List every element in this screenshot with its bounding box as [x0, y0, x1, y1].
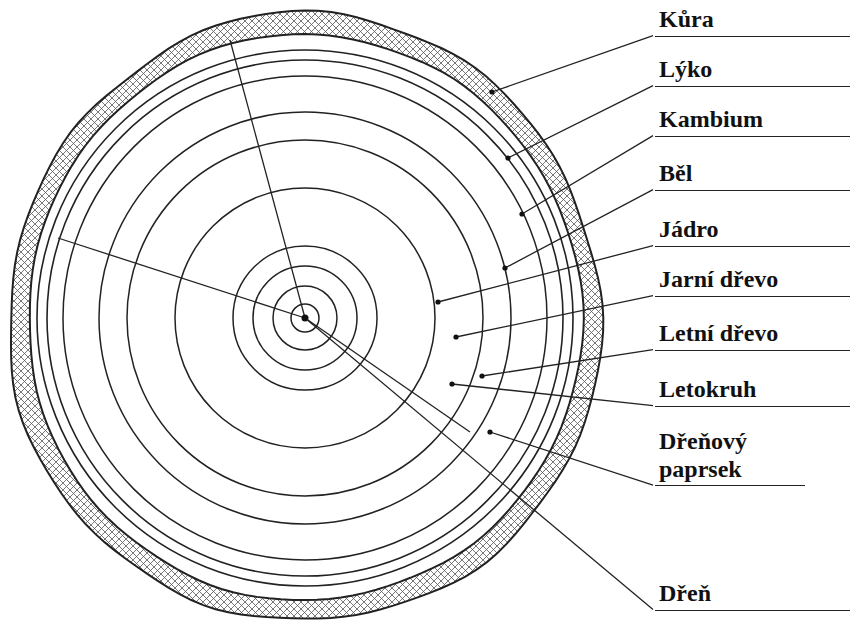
pith-ring [291, 304, 319, 332]
leader-line [490, 432, 653, 485]
growth-ring [63, 76, 547, 560]
leader-line [482, 350, 653, 376]
pith-ray [58, 238, 305, 318]
leader-line [305, 318, 653, 610]
leader-line [522, 136, 653, 214]
leader-dot [479, 373, 484, 378]
part-label: Letokruh [655, 376, 850, 407]
leader-dot [519, 211, 524, 216]
part-label: Běl [655, 160, 850, 191]
growth-ring [253, 266, 357, 370]
leader-dot [435, 299, 440, 304]
growth-ring [273, 286, 337, 350]
cambium-ring [47, 60, 563, 576]
leader-dot [302, 315, 307, 320]
leader-dot [489, 89, 494, 94]
part-label: Letní dřevo [655, 320, 850, 351]
leader-dot [487, 429, 492, 434]
part-label: Kůra [655, 6, 850, 37]
part-label: Lýko [655, 56, 850, 87]
pith-ray [230, 40, 305, 318]
part-label: Dřeňový paprsek [655, 428, 805, 486]
leader-line [492, 36, 653, 92]
bark [11, 10, 603, 618]
growth-ring [127, 140, 483, 496]
growth-ring [233, 246, 377, 390]
part-label: Dřeň [655, 580, 850, 611]
leader-line [456, 296, 653, 337]
leader-dot [449, 381, 454, 386]
part-label: Jádro [655, 216, 850, 247]
growth-ring [99, 112, 511, 524]
leader-dot [502, 265, 507, 270]
part-label: Jarní dřevo [655, 266, 850, 297]
heartwood-ring [175, 188, 435, 448]
part-label: Kambium [655, 106, 850, 137]
phloem-ring [37, 50, 573, 586]
leader-line [505, 190, 653, 268]
leader-line [438, 246, 653, 302]
leader-dot [453, 334, 458, 339]
leader-line [508, 86, 653, 158]
leader-dot [505, 155, 510, 160]
pith-ray [305, 318, 470, 432]
leader-line [452, 384, 653, 406]
